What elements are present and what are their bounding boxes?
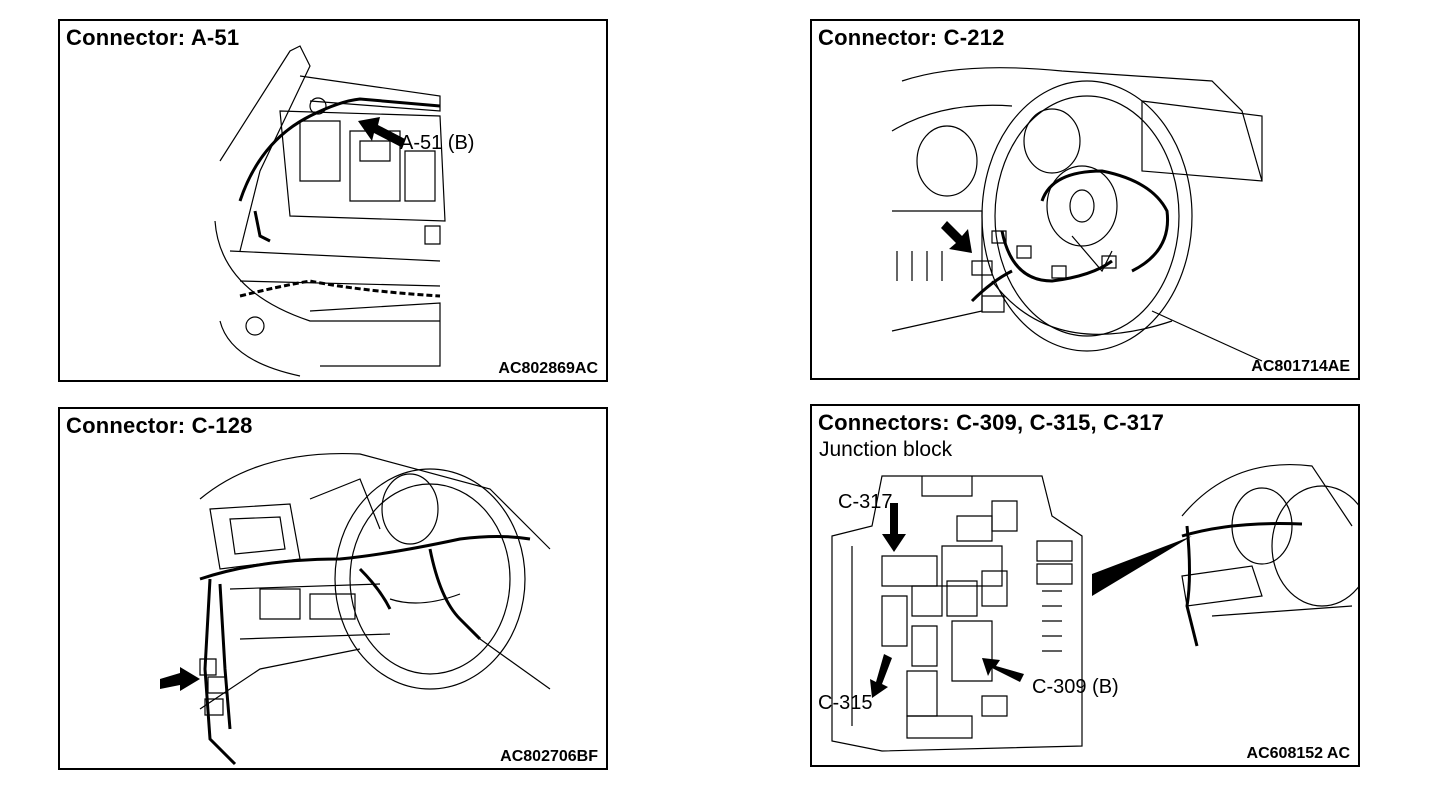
callout-c315: C-315 — [818, 692, 873, 714]
pointer-arrow-icon — [982, 658, 1024, 682]
dashboard-harness-illustration — [160, 409, 606, 768]
callout-a51: A-51 (B) — [400, 132, 475, 154]
panel-title: Connector: C-128 — [66, 413, 253, 438]
pointer-arrow-icon — [882, 503, 906, 552]
figure-code: AC802869AC — [498, 360, 598, 377]
panel-subtitle: Junction block — [819, 438, 953, 461]
pointer-arrow-icon — [941, 221, 972, 253]
junction-block-illustration — [812, 406, 1358, 765]
pointer-arrow-icon — [870, 654, 892, 698]
diagram-panel-c128: Connector: C-128 — [58, 407, 608, 770]
panel-title: Connector: A-51 — [66, 25, 240, 50]
engine-bay-illustration — [60, 21, 606, 380]
diagram-panel-a51: Connector: A-51 — [58, 19, 608, 382]
panel-title: Connectors: C-309, C-315, C-317 — [818, 410, 1165, 435]
pointer-arrow-icon — [160, 667, 200, 691]
figure-code: AC608152 AC — [1246, 745, 1350, 762]
callout-c317: C-317 — [838, 491, 893, 513]
steering-column-illustration — [812, 21, 1358, 378]
figure-code: AC802706BF — [500, 748, 598, 765]
diagram-panel-c212: Connector: C-212 — [810, 19, 1360, 380]
callout-wedge-icon — [1092, 536, 1192, 596]
diagram-panel-junction-block: Connectors: C-309, C-315, C-317 Junction… — [810, 404, 1360, 767]
figure-code: AC801714AE — [1251, 358, 1350, 375]
callout-c309: C-309 (B) — [1032, 676, 1119, 698]
panel-title: Connector: C-212 — [818, 25, 1005, 50]
pointer-arrow-icon — [358, 117, 405, 147]
